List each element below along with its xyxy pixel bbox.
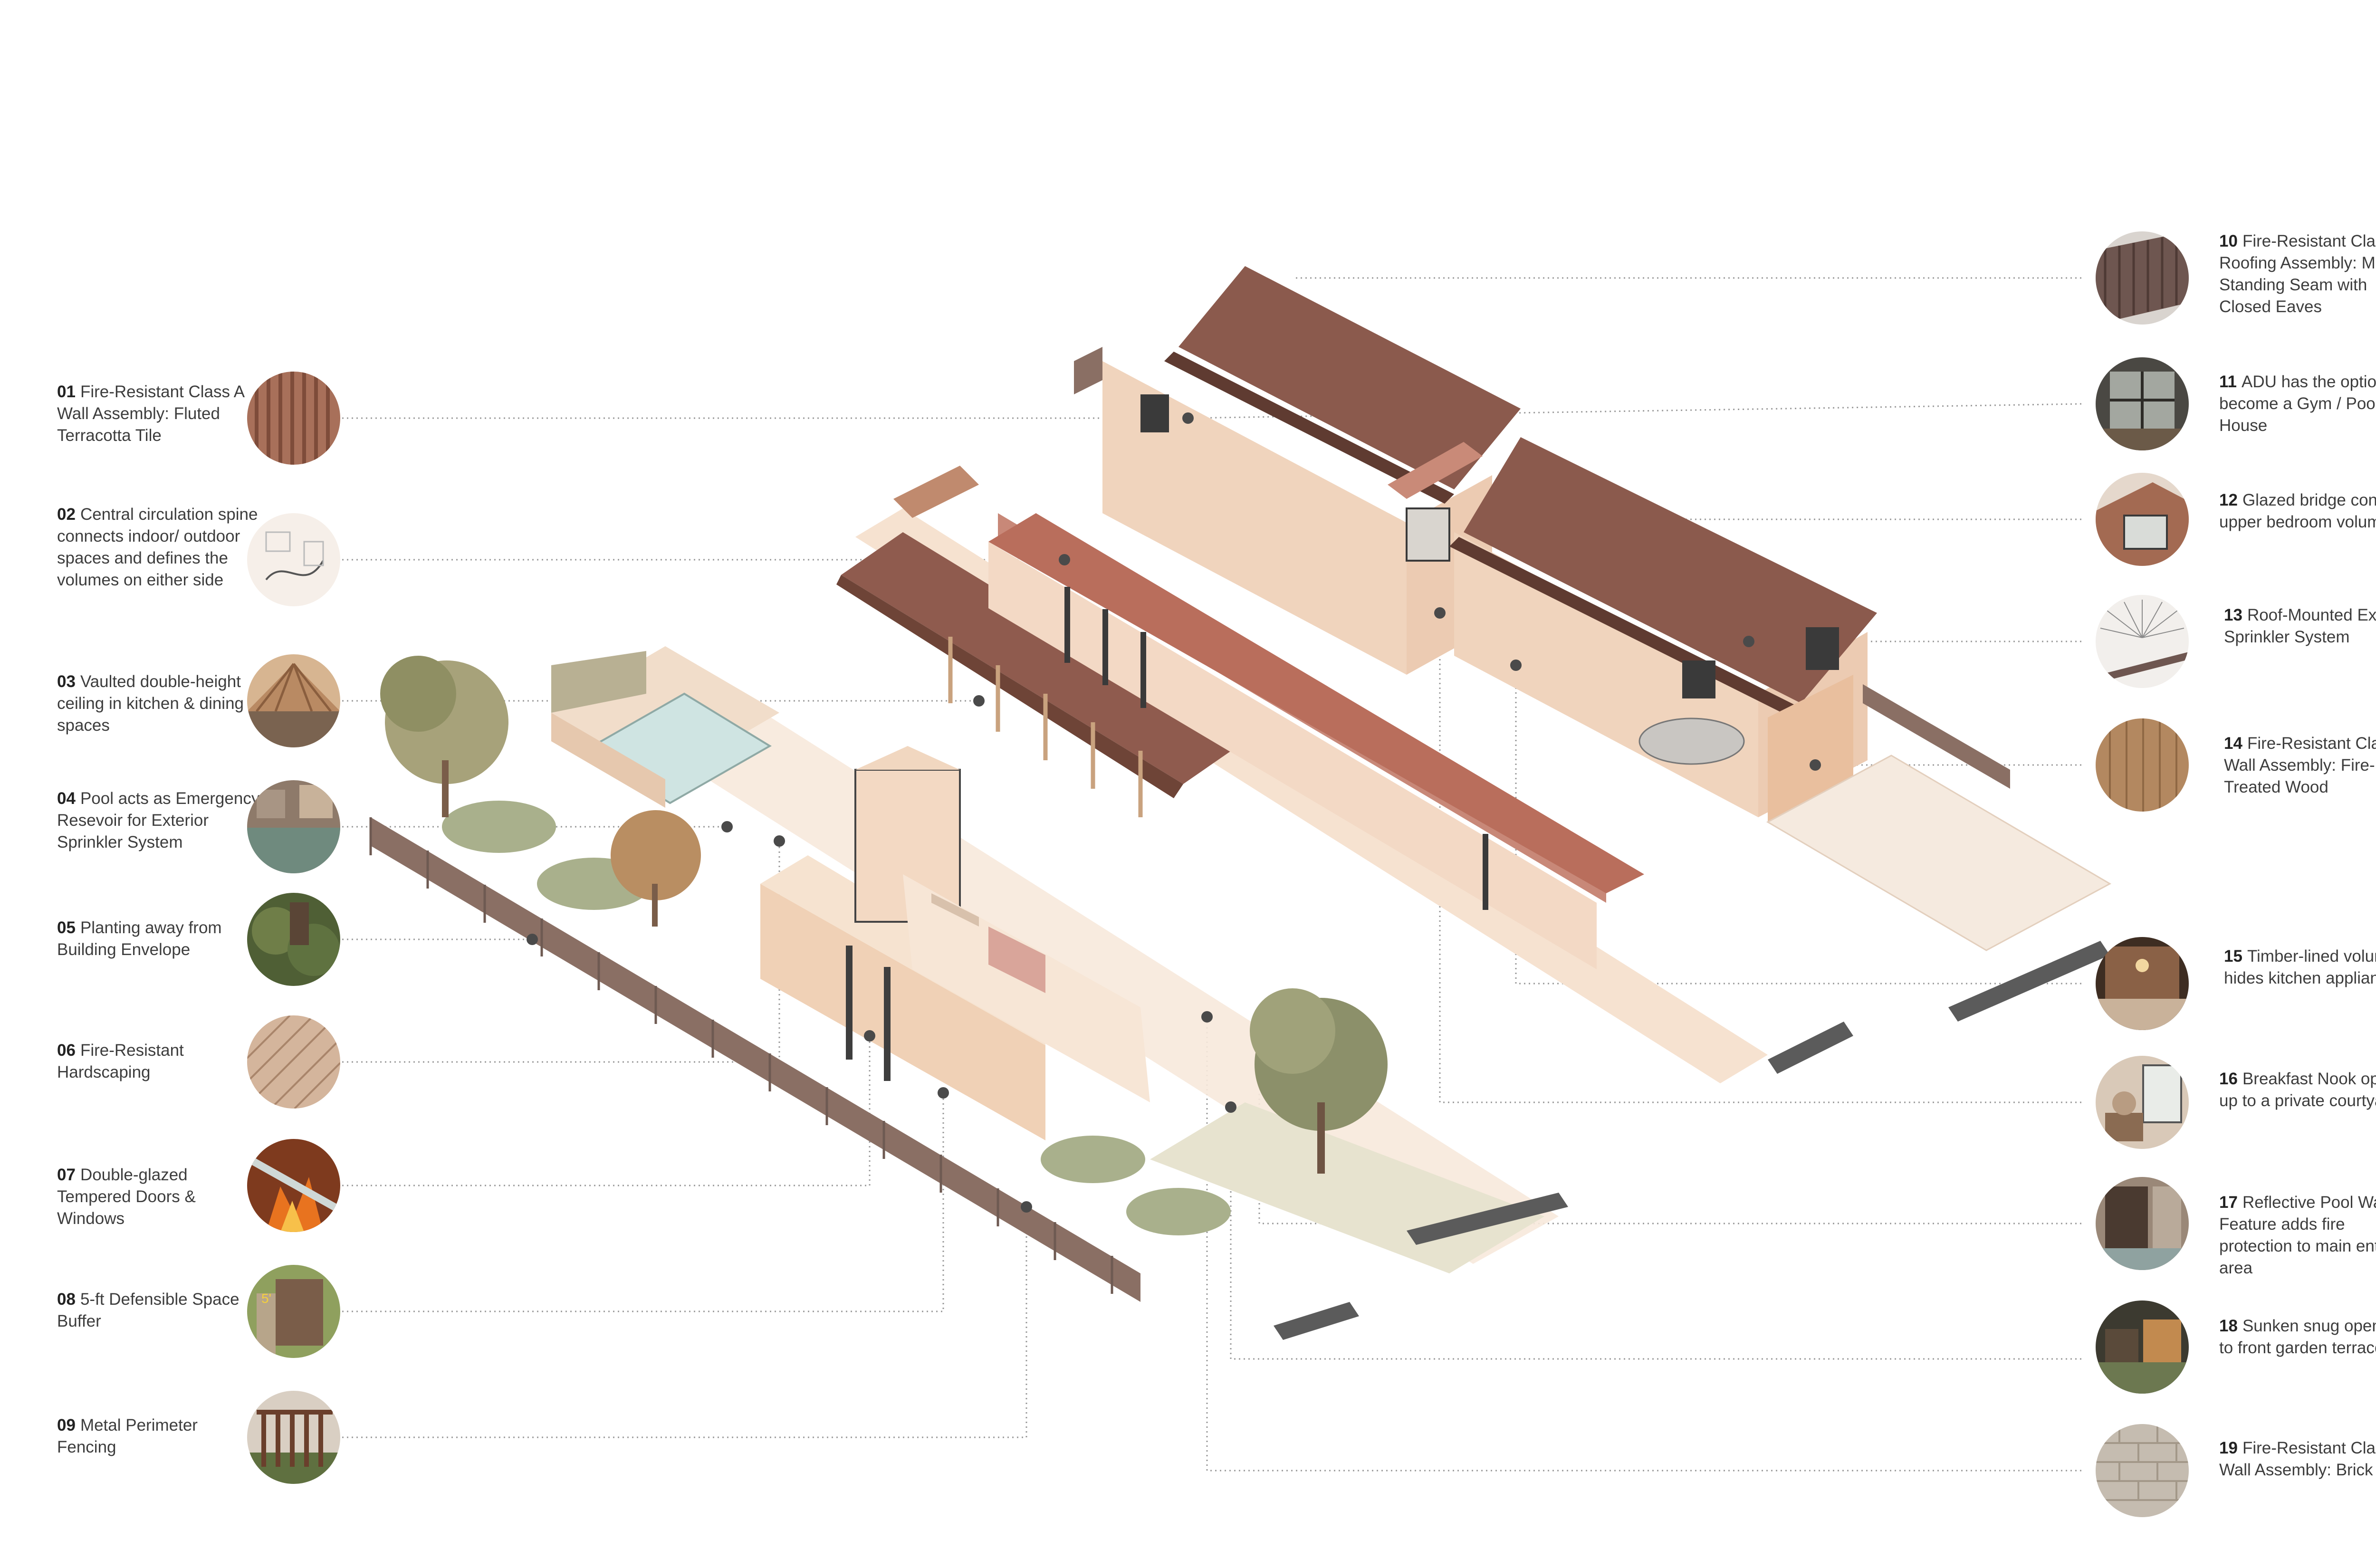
rear-fence-top (1074, 347, 1102, 394)
leader-line-19 (1206, 1017, 2081, 1472)
tree-front (1250, 988, 1388, 1174)
kitchen-pavilion (854, 746, 1150, 1102)
breakfast-nook-icon (2096, 1056, 2189, 1149)
curb-mid (1768, 1022, 1853, 1074)
leader-line-15 (1515, 665, 2081, 985)
reflective-pool-icon (2096, 1177, 2189, 1270)
curb-front-1 (1407, 1193, 1568, 1245)
curb-front-2 (1274, 1302, 1359, 1340)
adu-gym-icon (2096, 357, 2189, 450)
curb-rear (1948, 941, 2110, 1022)
rear-fence (1863, 684, 2010, 789)
tree-left-1 (380, 656, 508, 817)
timber-kitchen-icon (2096, 937, 2189, 1030)
dining-table (931, 893, 979, 927)
defensible-space-icon: 5' (247, 1265, 340, 1358)
upper-garden-strip (893, 466, 979, 518)
leader-line-18 (1230, 1107, 2081, 1360)
perimeter-fence-left (369, 817, 1140, 1302)
pool-volume (551, 646, 779, 808)
svg-text:5': 5' (261, 1291, 271, 1306)
brick-wall-icon (2096, 1424, 2189, 1517)
driveway (1766, 755, 2112, 951)
glazed-bridge (1388, 442, 1483, 562)
herringbone-paving-icon (247, 1015, 340, 1109)
kitchen-island (988, 927, 1045, 993)
glazed-bridge-icon (2096, 473, 2189, 566)
vaulted-ceiling-icon (247, 654, 340, 747)
garage-door (1768, 675, 1853, 822)
leader-line-16 (1439, 613, 2081, 1103)
sunken-snug-icon (2096, 1300, 2189, 1394)
fluted-terracotta-icon (247, 372, 340, 465)
anchor-dots (527, 412, 1821, 1213)
parked-car (1638, 717, 1745, 765)
fire-glass-icon (247, 1139, 340, 1232)
leader-line-09 (342, 1207, 1027, 1438)
standing-seam-roof-icon (2096, 231, 2189, 325)
tree-left-2 (611, 810, 701, 927)
circulation-sketch-icon (247, 513, 340, 606)
leader-line-07 (342, 1036, 871, 1186)
long-flat-roof-volume (988, 513, 1644, 969)
pool-icon (247, 780, 340, 873)
hedge-planting (442, 801, 1231, 1235)
leader-line-17 (1258, 1093, 2081, 1224)
main-house-volume-2 (1449, 437, 1877, 822)
metal-fence-icon (247, 1391, 340, 1484)
planting-icon (247, 893, 340, 986)
leader-line-11 (1188, 403, 2082, 419)
sprinkler-icon (2096, 595, 2189, 688)
fire-treated-wood-icon (2096, 718, 2189, 812)
vaulted-roof (836, 532, 1245, 817)
